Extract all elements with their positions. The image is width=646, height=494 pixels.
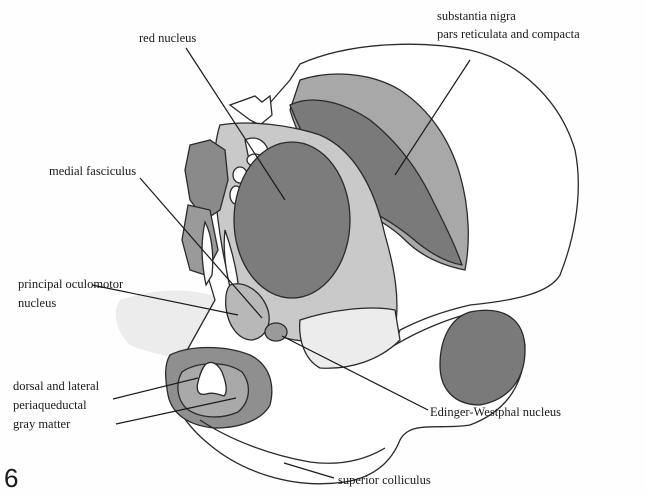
upper-notch-region: [230, 96, 272, 125]
label-dorsal-lateral-2: periaqueductal: [13, 398, 87, 412]
label-red-nucleus: red nucleus: [139, 31, 196, 45]
label-edinger-westphal: Edinger-Westphal nucleus: [430, 405, 561, 419]
label-superior-colliculus: superior colliculus: [338, 473, 431, 487]
label-principal-oculomotor-2: nucleus: [18, 296, 56, 310]
label-dorsal-lateral-3: gray matter: [13, 417, 71, 431]
edinger-westphal-shape: [265, 323, 287, 341]
label-dorsal-lateral-1: dorsal and lateral: [13, 379, 100, 393]
red-nucleus-shape: [234, 142, 350, 298]
figure-number: 6: [4, 463, 18, 493]
label-medial-fasciculus: medial fasciculus: [49, 164, 136, 178]
label-principal-oculomotor-1: principal oculomotor: [18, 277, 124, 291]
label-substantia-nigra-2: pars reticulata and compacta: [437, 27, 580, 41]
label-substantia-nigra-1: substantia nigra: [437, 9, 516, 23]
